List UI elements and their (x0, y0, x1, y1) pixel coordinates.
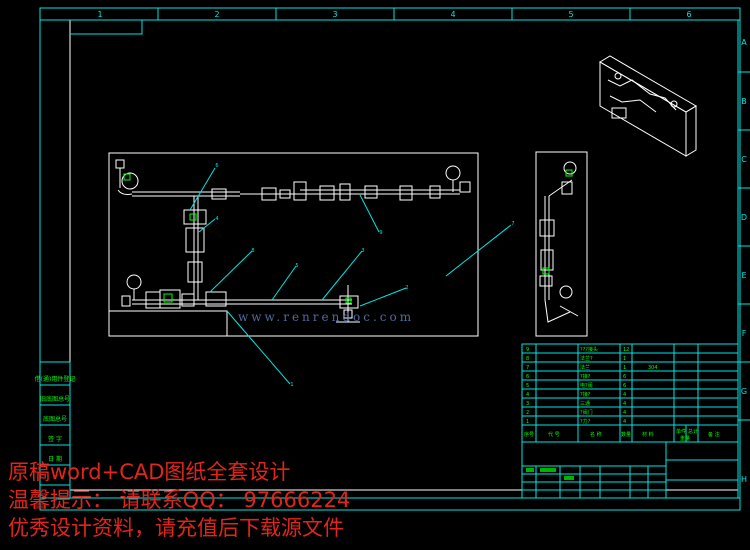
bom-weight: 重量 (680, 435, 690, 442)
col-5: 5 (568, 10, 573, 19)
bom-h-qty: 数量 (621, 431, 631, 438)
bom-name-2: ?阀门 (580, 409, 593, 416)
leader-9: 9 (379, 230, 382, 236)
row-C: C (741, 155, 747, 164)
bom-qty-1: 4 (623, 419, 626, 425)
row-D: D (741, 213, 747, 222)
col-2: 2 (214, 10, 219, 19)
leader-8: 8 (251, 248, 254, 254)
row-E: E (741, 271, 746, 280)
bom-qty-6: 6 (623, 374, 626, 380)
piping-main (115, 159, 471, 323)
bom-h-total: 总计 (688, 428, 698, 435)
bom-qty-3: 4 (623, 401, 626, 407)
left-label-4: 日 期 (48, 455, 62, 463)
bom-name-3: 三通 (580, 400, 590, 407)
bom-qty-2: 4 (623, 410, 626, 416)
bom-h-remark: 备 注 (708, 431, 720, 438)
bom-table (521, 343, 739, 443)
bom-no-5: 5 (526, 383, 529, 389)
left-label-0: 借(通)用件登记 (35, 375, 76, 383)
col-6: 6 (686, 10, 691, 19)
bom-no-9: 9 (526, 347, 529, 353)
main-view-frame (108, 152, 479, 337)
bom-no-3: 3 (526, 401, 529, 407)
bom-h-name: 名 称 (590, 431, 602, 438)
bom-no-8: 8 (526, 356, 529, 362)
left-label-2: 底图总号 (43, 415, 67, 423)
leader-5: 5 (295, 263, 298, 269)
bom-mat-7: 304 (648, 365, 658, 371)
bom-no-6: 6 (526, 374, 529, 380)
row-A: A (741, 38, 747, 47)
left-label-3: 签 字 (48, 435, 62, 443)
bom-h-no: 序号 (524, 431, 534, 438)
bom-name-8: 法兰? (580, 355, 593, 362)
bom-name-9: ???接头 (580, 346, 598, 353)
bom-qty-8: 1 (623, 356, 626, 362)
bom-name-5: 电?阀 (580, 382, 593, 389)
title-block (521, 441, 739, 499)
bom-qty-9: 12 (623, 347, 629, 353)
row-F: F (742, 329, 747, 338)
col-1: 1 (97, 10, 102, 19)
watermark-site: www.renrendoc.com (238, 310, 415, 324)
leader-1: 1 (290, 382, 293, 388)
row-G: G (741, 387, 747, 396)
code-box (70, 20, 143, 35)
bom-qty-7: 1 (623, 365, 626, 371)
watermark-line-1: 原稿word+CAD图纸全套设计 (8, 460, 291, 484)
leader-7: 7 (511, 221, 514, 227)
bom-no-7: 7 (526, 365, 529, 371)
leader-2: 2 (405, 285, 408, 291)
outer-border (39, 7, 741, 511)
row-H: H (741, 475, 747, 484)
watermark-line-3: 优秀设计资料，请充值后下载源文件 (8, 516, 344, 540)
leader-4: 4 (215, 216, 218, 222)
bom-qty-4: 4 (623, 392, 626, 398)
bom-no-4: 4 (526, 392, 529, 398)
col-3: 3 (332, 10, 337, 19)
bom-qty-5: 6 (623, 383, 626, 389)
bom-h-code: 代 号 (548, 431, 560, 438)
row-B: B (741, 97, 747, 106)
isometric-view (599, 55, 697, 157)
left-stamp-column (39, 361, 71, 499)
bom-no-2: 2 (526, 410, 529, 416)
bom-name-1: ?力? (580, 418, 591, 425)
piping-side (539, 161, 579, 323)
bom-name-6: ?接? (580, 373, 591, 380)
leader-3: 3 (361, 248, 364, 254)
col-4: 4 (450, 10, 455, 19)
bom-name-7: 法兰 (580, 364, 590, 371)
bom-h-mat: 材 料 (642, 431, 654, 438)
leader-6: 6 (215, 163, 218, 169)
bom-h-unit: 单件 (676, 428, 686, 435)
watermark-line-2: 温馨提示： 请联系QQ： 97666224 (8, 488, 351, 512)
bom-name-4: ?接? (580, 391, 591, 398)
side-view-frame (535, 151, 588, 337)
bom-no-1: 1 (526, 419, 529, 425)
inner-border (69, 19, 739, 491)
left-label-1: 旧底图总号 (40, 395, 70, 403)
